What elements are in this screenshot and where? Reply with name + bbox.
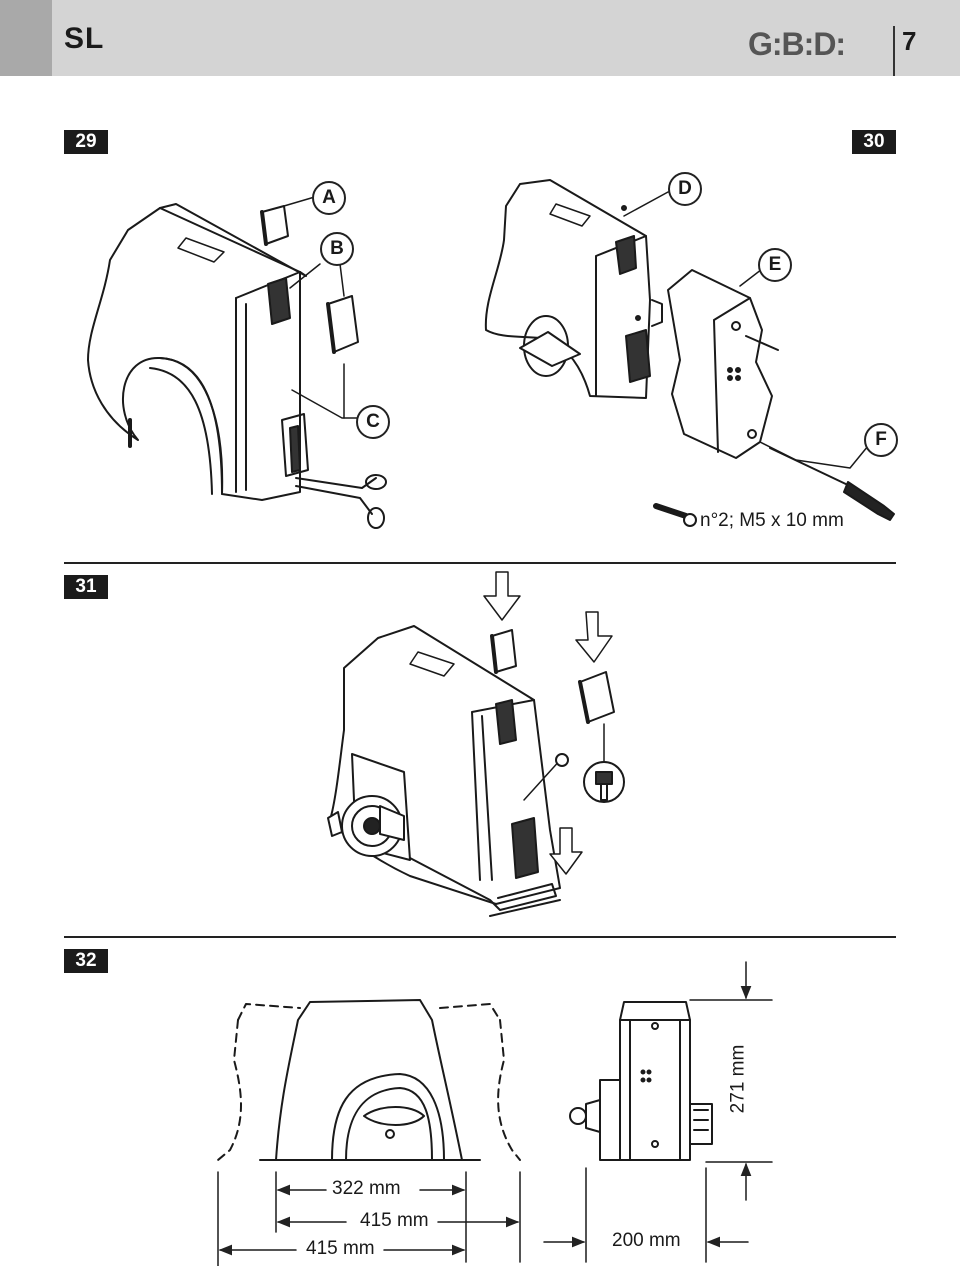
screw-spec: n°2; M5 x 10 mm <box>700 510 844 531</box>
page-header: SL G:B:D: 7 <box>0 0 960 76</box>
fig31-cap-a <box>490 629 517 674</box>
dimension-lines <box>217 961 773 1266</box>
section-divider-2 <box>64 936 896 938</box>
screw-icon <box>653 503 697 527</box>
fig30-control-unit <box>667 269 773 459</box>
dimension-depth: 200 mm <box>612 1230 681 1251</box>
callout-b: B <box>320 232 354 266</box>
dimension-width-mid: 415 mm <box>360 1210 429 1231</box>
page-number: 7 <box>902 26 917 56</box>
dimension-height: 271 mm <box>727 1044 749 1114</box>
brand-logo: G:B:D: <box>748 26 846 62</box>
figure-label-32: 32 <box>64 949 108 973</box>
callout-f: F <box>864 423 898 457</box>
fig32-front-view <box>217 999 521 1161</box>
fig31-housing <box>327 625 561 917</box>
dimension-width-inner: 322 mm <box>332 1178 401 1199</box>
allen-bolt-icon <box>583 761 625 803</box>
scissors-icon <box>295 474 387 529</box>
screwdriver-icon <box>769 447 895 521</box>
fig30-housing <box>484 179 663 399</box>
fig32-side-view <box>569 1001 713 1161</box>
arrow-down-icon <box>483 571 613 875</box>
section-divider-1 <box>64 562 896 564</box>
callout-a: A <box>312 181 346 215</box>
dimension-width-outer: 415 mm <box>306 1238 375 1259</box>
callout-d: D <box>668 172 702 206</box>
fig29-cap-a <box>260 195 319 246</box>
header-divider <box>893 26 895 76</box>
callout-c: C <box>356 405 390 439</box>
fig29-housing <box>87 203 309 501</box>
figure-label-29: 29 <box>64 130 108 154</box>
figure-label-31: 31 <box>64 575 108 599</box>
model-name: SL <box>64 22 105 55</box>
callout-e: E <box>758 248 792 282</box>
fig29-cap-b <box>289 263 359 354</box>
fig31-cap-b <box>578 671 615 724</box>
header-tab <box>0 0 52 76</box>
figure-label-30: 30 <box>852 130 896 154</box>
